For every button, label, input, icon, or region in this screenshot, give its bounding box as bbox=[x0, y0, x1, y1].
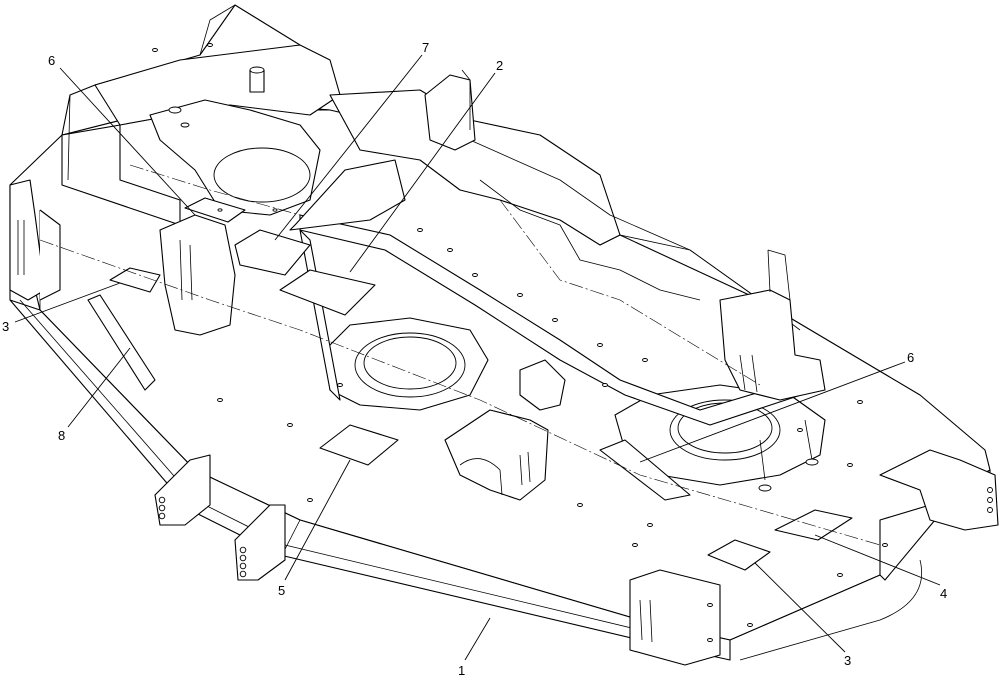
callout-6-left: 6 bbox=[48, 53, 55, 68]
leader-8 bbox=[67, 347, 131, 428]
leader-5 bbox=[284, 459, 351, 581]
leader-1 bbox=[464, 617, 491, 661]
decals bbox=[87, 197, 853, 571]
callout-7: 7 bbox=[422, 40, 429, 55]
callout-2: 2 bbox=[496, 58, 503, 73]
callout-1: 1 bbox=[458, 663, 465, 678]
front-arms bbox=[154, 454, 286, 581]
leader-lines bbox=[14, 54, 941, 661]
spindle-left bbox=[149, 66, 321, 216]
callout-3-right: 3 bbox=[844, 653, 851, 668]
leader-6-right bbox=[639, 361, 906, 463]
rear-frame bbox=[61, 4, 801, 331]
callout-4: 4 bbox=[940, 586, 947, 601]
decal-3-right bbox=[707, 539, 771, 571]
decal-2 bbox=[279, 269, 376, 316]
decal-left-rear bbox=[184, 197, 246, 223]
leader-7 bbox=[274, 54, 423, 241]
spindle-center bbox=[324, 317, 489, 411]
brackets bbox=[9, 69, 999, 666]
leader-2 bbox=[349, 72, 496, 273]
leader-3-right bbox=[754, 562, 846, 653]
leader-4 bbox=[814, 534, 941, 586]
decal-5 bbox=[319, 424, 399, 466]
decal-4 bbox=[774, 509, 853, 541]
decal-7 bbox=[234, 229, 311, 276]
decal-8 bbox=[87, 294, 156, 391]
leader-6-left bbox=[59, 67, 196, 216]
callout-5: 5 bbox=[278, 583, 285, 598]
callout-8: 8 bbox=[58, 428, 65, 443]
callout-6-right: 6 bbox=[907, 350, 914, 365]
decal-6-right bbox=[599, 439, 691, 501]
callout-labels: 6 7 2 3 8 5 1 6 3 4 bbox=[2, 40, 947, 678]
leader-3-left bbox=[14, 282, 121, 323]
callout-3-left: 3 bbox=[2, 319, 9, 334]
mounting-holes bbox=[152, 43, 888, 642]
decal-3-left bbox=[109, 267, 161, 293]
